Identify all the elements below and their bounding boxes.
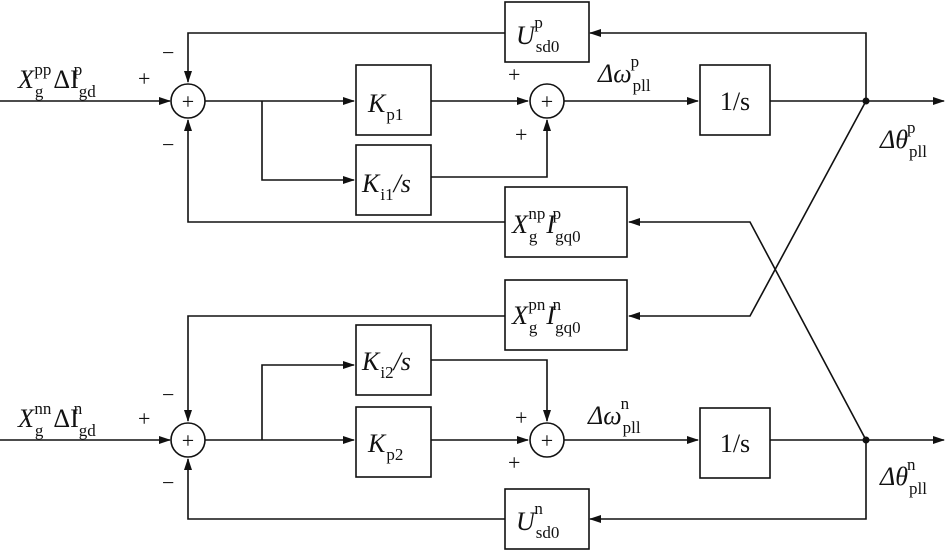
top-feedback-x-line-out: [184, 119, 505, 223]
bottom-omega-label: Δωplln: [587, 394, 641, 437]
bottom-ki-label: Ki2/s: [361, 347, 411, 382]
top-input-label: XgppΔIgdp: [17, 60, 96, 101]
bottom-sum2-sign-top: +: [515, 405, 527, 430]
top-loop: + +: [0, 1, 945, 258]
bottom-kp-block: [355, 406, 432, 478]
bottom-feedback-x-line-out: [184, 315, 505, 422]
bottom-input-sign: +: [138, 406, 150, 431]
bottom-kp-label: Kp2: [367, 429, 403, 464]
top-feedback-u-line-in: [589, 29, 867, 101]
top-sum2-plus: +: [541, 89, 553, 114]
top-integrator-block: [699, 64, 771, 136]
bottom-feedback-x-block: [504, 279, 628, 351]
top-feedback-u-label: Usd0p: [516, 13, 559, 56]
bottom-sum1-plus: +: [182, 428, 194, 453]
bottom-loop: + +: [0, 279, 945, 550]
top-ki-block: [355, 144, 432, 216]
top-integrator-label: 1/s: [720, 87, 750, 116]
top-sum1-sign-top: −: [162, 40, 174, 65]
bottom-sum2-sign-left: +: [508, 450, 520, 475]
cross-bottom-to-top-x-line: [628, 218, 867, 441]
top-omega-label: Δωpllp: [597, 52, 651, 95]
top-kp-label: Kp1: [367, 89, 403, 124]
top-sum1-plus: +: [182, 89, 194, 114]
top-feedback-x-block: [504, 186, 628, 258]
bottom-feedback-u-line-in: [589, 440, 867, 523]
top-output-label: Δθpllp: [879, 118, 927, 161]
top-input-sign: +: [138, 66, 150, 91]
bottom-sum2-plus: +: [541, 428, 553, 453]
bottom-input-label: XgnnΔIgdn: [17, 399, 96, 440]
bottom-sum1-sign-top: −: [162, 382, 174, 407]
bottom-ki-block: [355, 324, 432, 396]
bottom-integrator-block: [699, 407, 771, 479]
top-feedback-x-label: XgnpIgq0p: [511, 204, 581, 246]
top-sum2-sign-bottom: +: [515, 122, 527, 147]
bottom-feedback-u-line-out: [184, 458, 505, 520]
bottom-integrator-label: 1/s: [720, 429, 750, 458]
top-sum2-sign-left: +: [508, 62, 520, 87]
cross-top-to-bottom-x-line: [628, 100, 867, 320]
bottom-ki-to-sum2-line: [431, 359, 551, 422]
bottom-feedback-u-label: Usd0n: [516, 499, 559, 542]
top-branch-to-ki-line: [261, 101, 355, 184]
top-kp-block: [355, 64, 432, 136]
top-sum1-sign-bottom: −: [162, 132, 174, 157]
bottom-sum1-sign-bottom: −: [162, 470, 174, 495]
bottom-feedback-x-label: XgpnIgq0n: [511, 295, 581, 337]
top-ki-to-sum2-line: [431, 119, 551, 178]
bottom-feedback-u-block: [504, 488, 590, 550]
top-ki-label: Ki1/s: [361, 169, 411, 204]
top-feedback-u-line-out: [184, 32, 505, 83]
bottom-branch-to-ki-line: [261, 361, 355, 440]
bottom-output-label: Δθplln: [879, 455, 927, 498]
top-feedback-u-block: [504, 1, 590, 63]
